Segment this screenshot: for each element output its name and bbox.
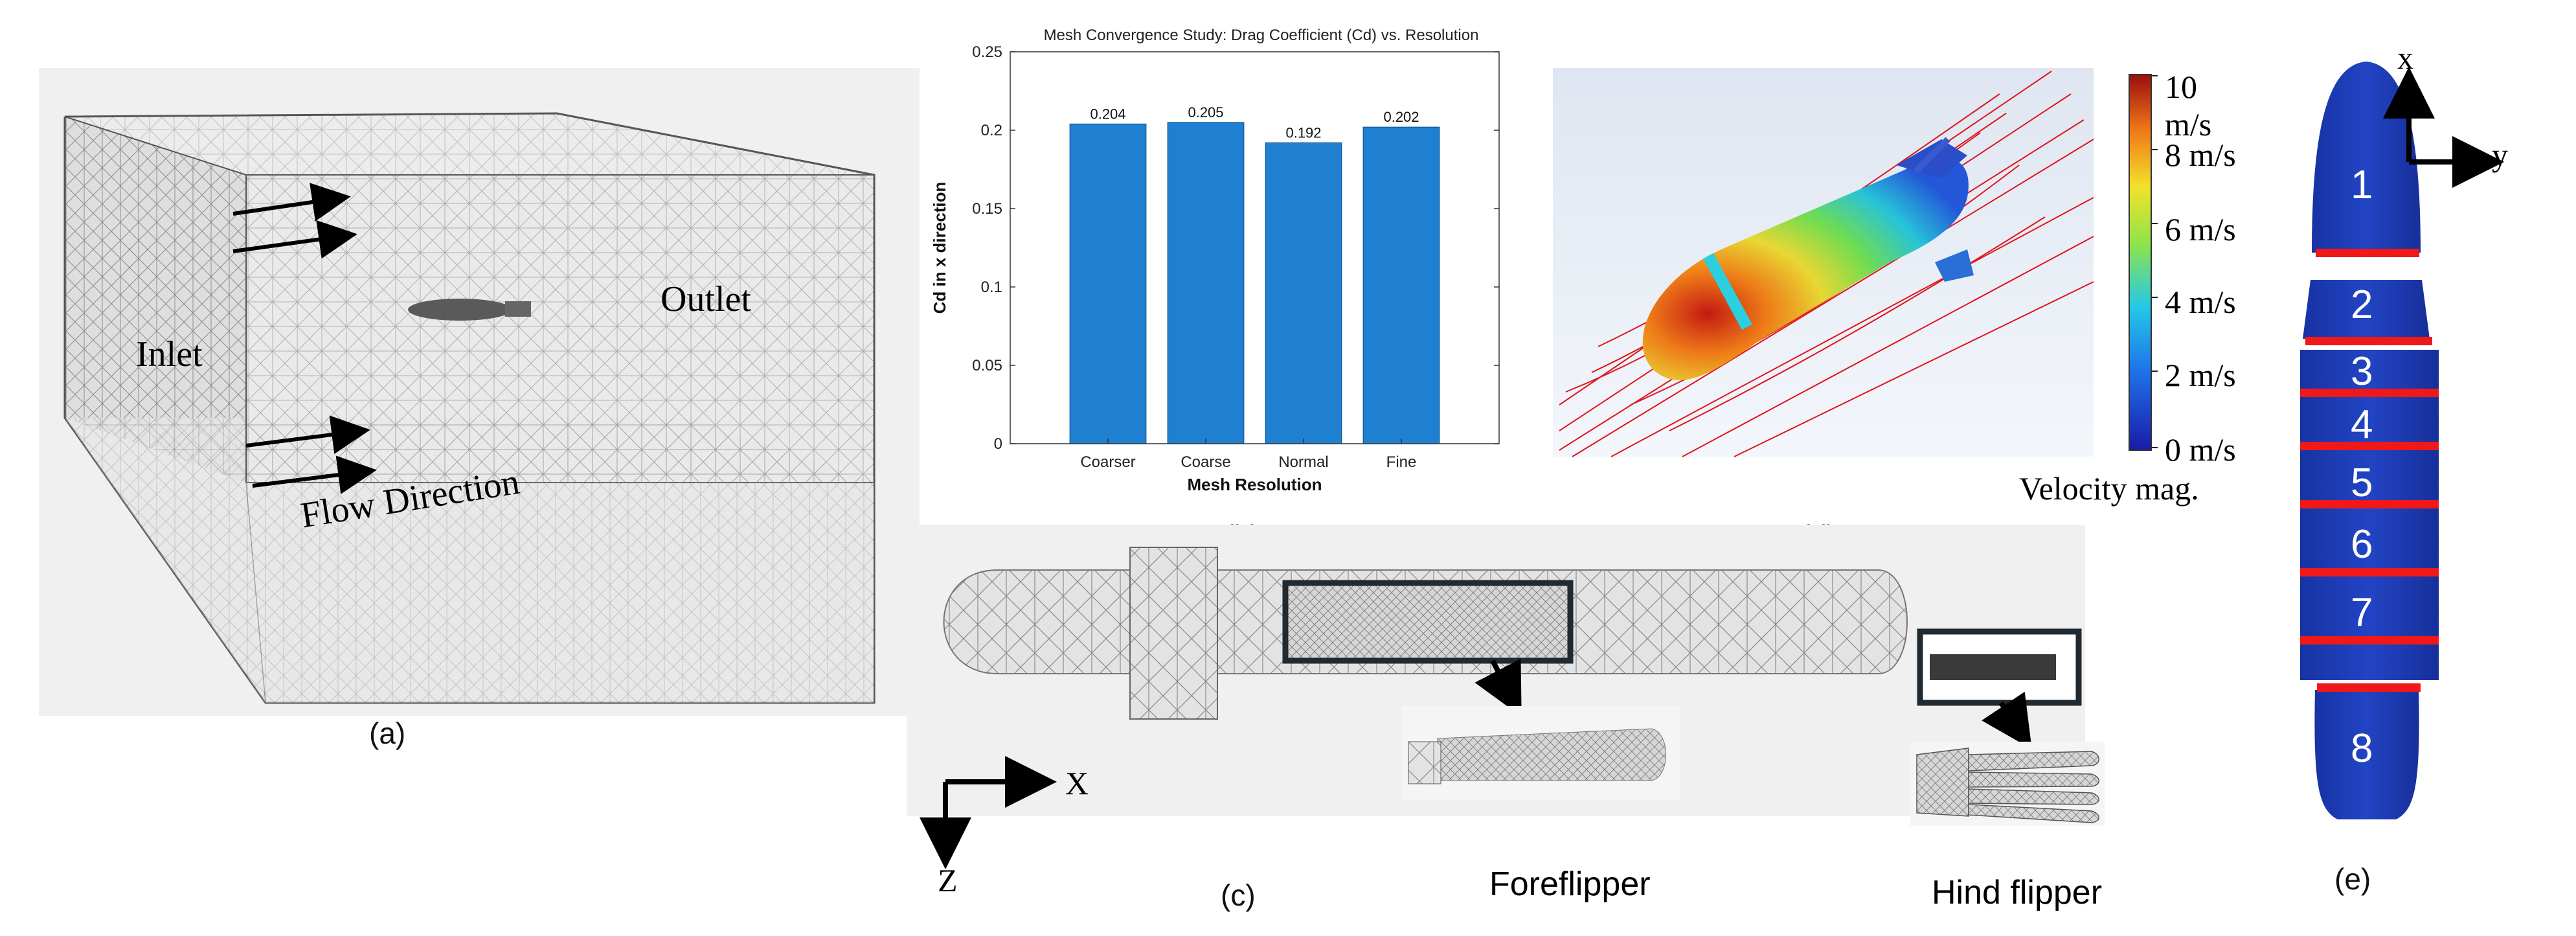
bar-value-label: 0.204 — [1090, 106, 1125, 122]
x-axis-label: x — [2397, 40, 2413, 76]
panel-c: X Z Foreflipper Hind flipper — [907, 525, 2169, 933]
segment-label: 7 — [2351, 590, 2373, 635]
bar — [1265, 142, 1342, 444]
segment-label: 4 — [2351, 402, 2373, 447]
colorbar-tick-label: 8 m/s — [2165, 137, 2236, 173]
band-mesh — [1129, 547, 1218, 720]
x-tick-label: Coarse — [1181, 453, 1230, 471]
flow-arrow-icon — [232, 220, 357, 259]
x-tick-label: Coarser — [1080, 453, 1135, 471]
chart-title: Mesh Convergence Study: Drag Coefficient… — [1044, 27, 1479, 44]
panel-a-caption: (a) — [369, 716, 406, 750]
bar-value-label: 0.205 — [1188, 104, 1223, 120]
segment-rings — [2300, 249, 2439, 692]
y-tick-label: 0.15 — [972, 200, 1002, 218]
mesh-domain-box — [39, 68, 920, 716]
bar-value-label: 0.192 — [1285, 124, 1321, 141]
y-tick-label: 0 — [994, 435, 1002, 453]
panel-e-caption: (e) — [2334, 862, 2371, 896]
drag-coefficient-chart: Mesh Convergence Study: Drag Coefficient… — [926, 19, 1522, 499]
colorbar-tick-label: 2 m/s — [2165, 357, 2236, 393]
bar — [1362, 126, 1440, 444]
bar — [1167, 122, 1245, 444]
plot-frame — [1010, 51, 1500, 444]
panel-c-caption: (c) — [1221, 878, 1256, 912]
y-tick-label: 0.2 — [981, 122, 1002, 139]
y-axis-label: y — [2492, 137, 2508, 173]
animal-body-velocity-icon — [1642, 137, 1974, 380]
zoom-arrow-icon — [1474, 658, 1522, 717]
hind-flipper-label: Hind flipper — [1932, 874, 2103, 911]
flow-arrow-icon — [232, 183, 351, 222]
panel-a: Inlet Outlet Flow Direction — [39, 68, 920, 716]
panel-b-chart: Mesh Convergence Study: Drag Coefficient… — [926, 19, 1522, 499]
flow-arrow-icon — [252, 455, 377, 494]
segment-label: 6 — [2351, 522, 2373, 567]
segment-label: 3 — [2351, 349, 2373, 394]
y-tick-label: 0.1 — [981, 279, 1002, 296]
segment-label: 1 — [2351, 163, 2373, 207]
colorbar-tick-label: 4 m/s — [2165, 284, 2236, 320]
zoom-arrow-icon — [1982, 691, 2032, 749]
x-tick-label: Normal — [1278, 453, 1328, 471]
velocity-colorbar — [2129, 74, 2152, 451]
colorbar-tick-label: 0 m/s — [2165, 431, 2236, 468]
panel-e: 1 2 3 4 5 6 7 8 x y — [2292, 39, 2564, 894]
foreflipper-highlight-box — [1282, 580, 1574, 664]
panel-d: 10 m/s 8 m/s 6 m/s 4 m/s 2 m/s 0 m/s Vel… — [1553, 68, 2239, 508]
z-axis-label: Z — [938, 862, 958, 898]
animal-body-icon — [408, 299, 512, 321]
inlet-label: Inlet — [136, 334, 203, 374]
x-tick-label: Fine — [1386, 453, 1417, 471]
colorbar-tick-label: 6 m/s — [2165, 211, 2236, 247]
bar-value-label: 0.202 — [1383, 109, 1419, 125]
y-tick-label: 0.25 — [972, 43, 1002, 61]
segment-label: 2 — [2351, 282, 2373, 327]
flow-arrow-icon — [245, 415, 370, 454]
x-axis-label: Mesh Resolution — [1187, 475, 1322, 494]
colorbar-title: Velocity mag. — [2019, 470, 2199, 507]
bar — [1069, 123, 1147, 444]
segment-label: 5 — [2351, 461, 2373, 505]
y-tick-label: 0.05 — [972, 357, 1002, 374]
y-axis-label: Cd in x direction — [930, 182, 949, 314]
outlet-label: Outlet — [661, 279, 751, 319]
x-axis-label: X — [1065, 765, 1089, 801]
segment-label: 8 — [2351, 726, 2373, 771]
colorbar-tick-label: 10 m/s — [2165, 69, 2212, 143]
foreflipper-label: Foreflipper — [1489, 865, 1651, 903]
